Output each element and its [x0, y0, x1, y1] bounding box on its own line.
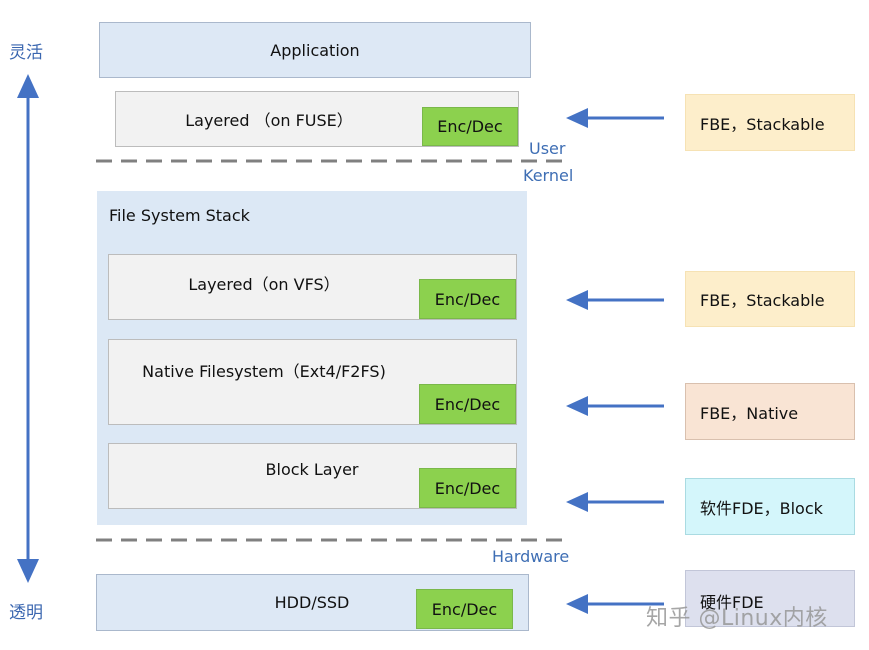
fbe-stackable-kernel-label: FBE，Stackable	[700, 291, 825, 310]
kernel-label: Kernel	[523, 166, 574, 185]
fbe-stackable-user-box: FBE，Stackable	[685, 94, 855, 151]
fbe-native-box: FBE，Native	[685, 383, 855, 440]
layered-vfs-box: Layered（on VFS） Enc/Dec	[108, 254, 517, 320]
native-filesystem-box: Native Filesystem（Ext4/F2FS) Enc/Dec	[108, 339, 517, 425]
watermark: 知乎 @Linux内核	[646, 606, 828, 631]
software-fde-label: 软件FDE，Block	[700, 498, 823, 518]
arrow-hardware-fde	[566, 594, 664, 614]
enc-dec-hdd: Enc/Dec	[416, 589, 513, 629]
fbe-native-label: FBE，Native	[700, 403, 799, 423]
flexible-label: 灵活	[9, 43, 43, 63]
user-label: User	[529, 139, 566, 158]
block-layer-box: Block Layer Enc/Dec	[108, 443, 517, 509]
layered-fuse-label: Layered （on FUSE）	[185, 111, 353, 130]
axis-arrow-down	[17, 559, 39, 583]
layered-vfs-label: Layered（on VFS）	[188, 275, 340, 294]
hardware-fde-box: 硬件FDE	[685, 570, 855, 627]
axis-arrow-up	[17, 74, 39, 98]
enc-dec-native: Enc/Dec	[419, 384, 516, 424]
hdd-ssd-label: HDD/SSD	[274, 593, 350, 612]
arrow-fbe-stackable-kernel	[566, 290, 664, 310]
software-fde-box: 软件FDE，Block	[685, 478, 855, 535]
arrow-fbe-native	[566, 396, 664, 416]
hdd-ssd-box: HDD/SSD Enc/Dec	[96, 574, 529, 631]
application-label: Application	[270, 40, 360, 60]
block-layer-label: Block Layer	[265, 460, 359, 479]
fbe-stackable-kernel-box: FBE，Stackable	[685, 271, 855, 327]
native-filesystem-label: Native Filesystem（Ext4/F2FS)	[142, 362, 386, 381]
hardware-fde-label: 硬件FDE	[700, 593, 764, 612]
application-box: Application	[99, 22, 531, 78]
layered-fuse-box: Layered （on FUSE） Enc/Dec	[115, 91, 519, 147]
enc-dec-vfs: Enc/Dec	[419, 279, 516, 319]
enc-dec-block: Enc/Dec	[419, 468, 516, 508]
transparent-label: 透明	[9, 603, 43, 623]
enc-dec-fuse: Enc/Dec	[422, 107, 518, 146]
arrow-software-fde	[566, 492, 664, 512]
hardware-label: Hardware	[492, 547, 570, 566]
fbe-stackable-user-label: FBE，Stackable	[700, 114, 825, 134]
arrow-fbe-stackable-user	[566, 108, 664, 128]
file-system-stack-title: File System Stack	[109, 206, 250, 225]
